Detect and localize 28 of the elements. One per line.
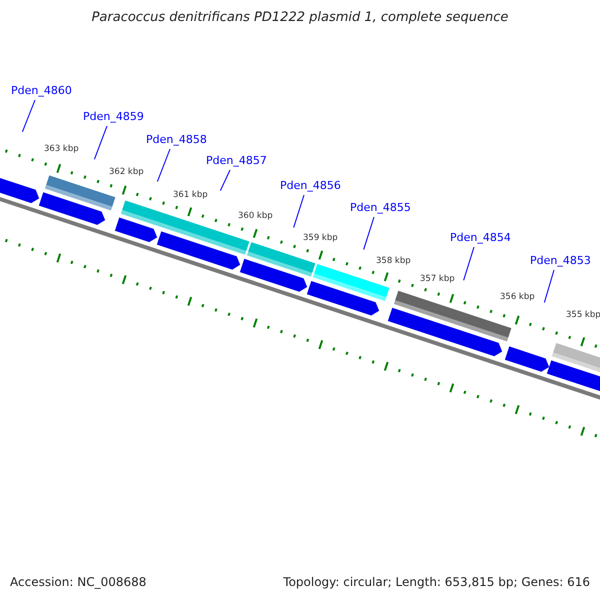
gene-label: Pden_4853: [530, 255, 591, 267]
leader-line: [220, 170, 230, 192]
accession-text: Accession: NC_008688: [10, 575, 146, 589]
title: Paracoccus denitrificans PD1222 plasmid 1, complete sequence: [90, 10, 510, 25]
tick-label: 356 kbp: [500, 292, 535, 302]
tick-label: 359 kbp: [303, 233, 338, 243]
gene-label: Pden_4856: [280, 180, 341, 192]
leader-line: [156, 148, 170, 182]
sequence-info-text: Topology: circular; Length: 653,815 bp; Genes: 616: [283, 575, 590, 589]
gene-label: Pden_4857: [206, 155, 267, 167]
gene-label: Pden_4854: [450, 232, 511, 244]
tick-label: 362 kbp: [109, 167, 144, 177]
leader-line: [463, 246, 474, 281]
gene-label: Pden_4858: [146, 134, 207, 146]
tick-label: 355 kbp: [566, 310, 600, 320]
gene-label: Pden_4859: [83, 111, 144, 123]
leader-line: [544, 270, 554, 304]
tick-label: 357 kbp: [420, 274, 455, 284]
tick-label: 358 kbp: [376, 256, 411, 266]
gene-label: Pden_4855: [350, 202, 411, 214]
leader-line: [22, 100, 36, 132]
tick-label: 360 kbp: [238, 211, 273, 221]
tick-label: 363 kbp: [44, 144, 79, 154]
gene-label: Pden_4860: [11, 85, 72, 97]
leader-line: [363, 216, 374, 250]
leader-line: [293, 194, 304, 228]
tick-label: 361 kbp: [173, 190, 208, 200]
leader-line: [94, 126, 108, 160]
